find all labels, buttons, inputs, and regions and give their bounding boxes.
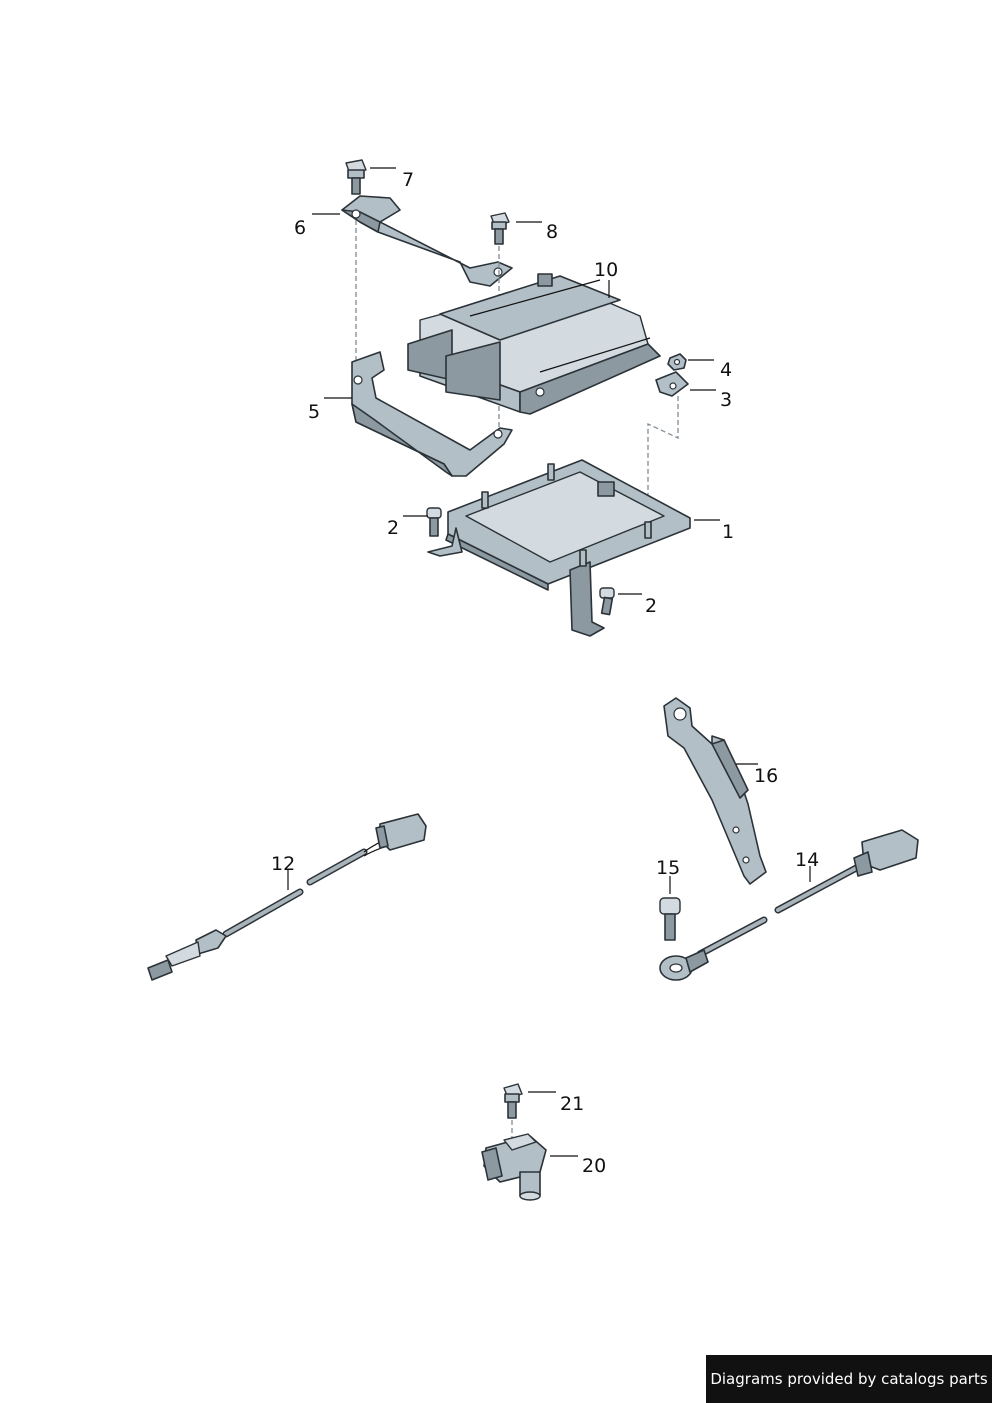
part-6-upper-bracket: [341, 195, 513, 287]
callout-20: 20: [582, 1155, 606, 1177]
callout-1: 1: [722, 521, 734, 543]
part-2-screw-left: [426, 507, 442, 537]
part-12-oxygen-sensor: [147, 813, 427, 981]
callout-5: 5: [308, 401, 320, 423]
assembly-line-3-1: [647, 396, 679, 520]
callout-14: 14: [795, 849, 819, 871]
callout-8: 8: [546, 221, 558, 243]
callout-21: 21: [560, 1093, 584, 1115]
footer-credit-badge: Diagrams provided by catalogs parts: [706, 1355, 992, 1403]
part-10-control-unit: [407, 273, 661, 415]
part-14-knock-sensor: [659, 829, 919, 981]
callout-16: 16: [754, 765, 778, 787]
part-8-bolt: [490, 212, 510, 245]
part-3-clip: [655, 371, 689, 397]
callout-2-right: 2: [645, 595, 657, 617]
part-1-mounting-frame: [427, 459, 691, 637]
callout-2-left: 2: [387, 517, 399, 539]
callout-10: 10: [594, 259, 618, 281]
part-2-screw-right: [599, 587, 615, 616]
callout-7: 7: [402, 169, 414, 191]
callout-leaders: [287, 167, 811, 1157]
part-15-bolt: [659, 897, 681, 941]
part-5-lower-bracket: [351, 351, 513, 477]
callout-15: 15: [656, 857, 680, 879]
footer-credit-text: Diagrams provided by catalogs parts: [710, 1370, 988, 1388]
part-16-bracket-plate: [663, 697, 767, 885]
callout-3: 3: [720, 389, 732, 411]
part-20-camshaft-sensor: [481, 1133, 547, 1201]
part-21-bolt: [503, 1083, 523, 1119]
callout-6: 6: [294, 217, 306, 239]
part-4-nut: [667, 353, 687, 371]
part-7-bolt: [345, 159, 367, 195]
callout-4: 4: [720, 359, 732, 381]
callout-12: 12: [271, 853, 295, 875]
